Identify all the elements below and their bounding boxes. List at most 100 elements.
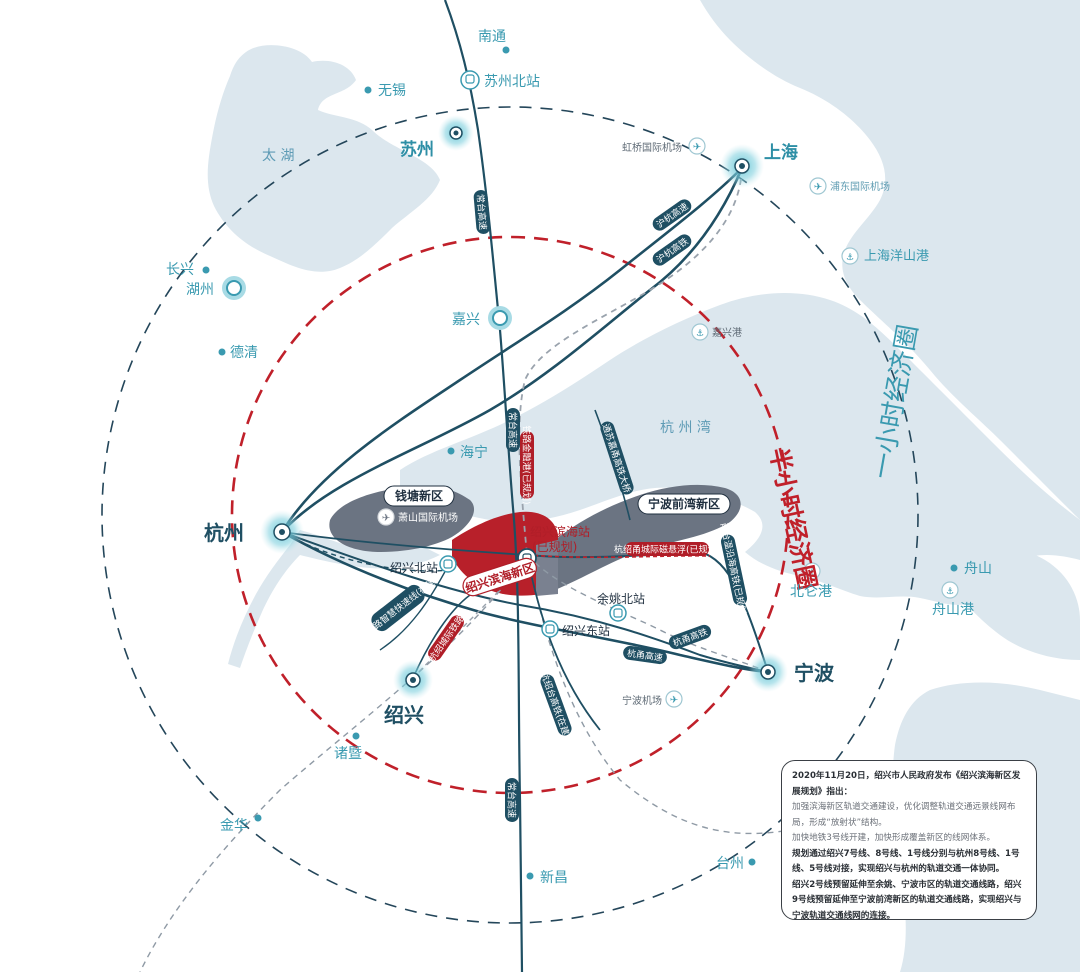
- shaoxing-east-label: 绍兴东站: [562, 624, 610, 638]
- jinhua-label: 金华: [220, 818, 248, 834]
- svg-text:常台高速: 常台高速: [474, 194, 489, 231]
- haining-label: 海宁: [460, 444, 488, 461]
- label-yongtai: 甬台温沿海高铁(已规划): [718, 521, 750, 618]
- airport-icon[interactable]: ✈: [665, 690, 683, 708]
- huzhou-label: 湖州: [186, 282, 214, 298]
- info-line-2: 加快地铁3号线开建，加快形成覆盖新区的线网体系。: [792, 833, 996, 843]
- huzhou-marker[interactable]: [222, 276, 246, 300]
- qiantang-river: [228, 530, 440, 668]
- svg-text:杭甬高铁: 杭甬高铁: [671, 626, 709, 650]
- facility-icons: ✈ ✈ ⚓ ⚓ ✈ ✈ ⚓ ⚓: [377, 70, 959, 708]
- label-hangshaotai: 杭绍台高铁(在建): [538, 670, 573, 740]
- label-changtai-top: 常台高速: [473, 190, 491, 234]
- qiantang-zone-label: 钱塘新区: [383, 485, 455, 507]
- info-line-4: 绍兴2号线预留延伸至余姚、宁波市区的轨道交通线路，绍兴9号线预留延伸至宁波前湾新…: [792, 879, 1022, 921]
- shanghai-binhai-planned: [518, 167, 743, 556]
- svg-text:杭绍甬城际磁悬浮(已规划): 杭绍甬城际磁悬浮(已规划): [614, 544, 720, 556]
- label-changtai-bottom: 常台高速: [505, 778, 519, 822]
- zhoushan-port-label: 舟山港: [932, 602, 974, 618]
- port-icon[interactable]: ⚓: [841, 247, 859, 265]
- svg-text:钱塘新区: 钱塘新区: [395, 488, 443, 503]
- xinchang-label: 新昌: [540, 870, 568, 886]
- airport-icon[interactable]: ✈: [688, 137, 706, 155]
- changxing-label: 长兴: [166, 262, 194, 278]
- hangzhou-marker[interactable]: [260, 510, 304, 554]
- station-icon[interactable]: [460, 70, 480, 90]
- shanghai-marker[interactable]: [720, 144, 764, 188]
- port-icon[interactable]: ⚓: [941, 581, 959, 599]
- hangzhou-bay-label: 杭 州 湾: [660, 419, 711, 436]
- huhang-railway: [281, 167, 744, 533]
- station-icon[interactable]: [609, 604, 627, 622]
- label-hangshao-intercity: 越东路智慧快速线(在建): [356, 574, 440, 643]
- port-icon[interactable]: ⚓: [803, 562, 821, 580]
- zhuji-dot: [352, 732, 360, 740]
- shaoxing-marker[interactable]: [393, 660, 433, 700]
- station-icon[interactable]: [439, 555, 457, 573]
- one-hour-ring: [101, 106, 919, 924]
- svg-text:甬台温沿海高铁(已规划): 甬台温沿海高铁(已规划): [718, 521, 750, 618]
- shaoxing-label: 绍兴: [384, 703, 424, 727]
- port-icon[interactable]: ⚓: [691, 323, 709, 341]
- dashed-south: [526, 554, 791, 835]
- economic-rings: [101, 106, 919, 924]
- yangshan-label: 上海洋山港: [864, 249, 929, 264]
- beilun-port-label: 北仑港: [790, 584, 832, 600]
- qianwan-zone-label: 宁波前湾新区: [637, 493, 731, 515]
- deqing-label: 德清: [230, 345, 258, 361]
- airport-icon[interactable]: ✈: [809, 177, 827, 195]
- jiaxing-port-label: 嘉兴港: [712, 326, 742, 339]
- ningbo-airport-label: 宁波机场: [622, 694, 662, 707]
- label-maglev: 杭绍甬城际磁悬浮(已规划): [614, 542, 720, 556]
- shanghai-label: 上海: [764, 142, 798, 163]
- city-markers: [222, 115, 788, 700]
- svg-text:铁路金融港(已规划): 铁路金融港(已规划): [521, 425, 533, 504]
- taizhou-label: 台州: [716, 856, 744, 872]
- zhoushan-label: 舟山: [964, 561, 992, 577]
- wuxi-dot: [364, 86, 372, 94]
- label-hangyong: 杭甬高速: [623, 645, 667, 665]
- airport-icon[interactable]: ✈: [377, 508, 395, 526]
- jiaxing-label: 嘉兴: [452, 312, 480, 328]
- wuxi-label: 无锡: [378, 83, 406, 99]
- place-dots: [202, 46, 958, 880]
- shaoxing-north-label: 绍兴北站: [390, 561, 438, 575]
- jiaxing-marker[interactable]: [488, 306, 512, 330]
- svg-text:⚓: ⚓: [808, 568, 816, 578]
- changxing-dot: [202, 266, 210, 274]
- hongqiao-label: 虹桥国际机场: [622, 141, 682, 154]
- xinchang-dot: [526, 872, 534, 880]
- zhoushan-dot: [950, 564, 958, 572]
- dashed-southwest: [139, 554, 528, 973]
- hangzhou-label: 杭州: [204, 521, 244, 545]
- deqing-dot: [218, 348, 226, 356]
- binhai-zone-gray: [536, 540, 558, 596]
- svg-text:⚓: ⚓: [846, 253, 854, 263]
- label-changtai-mid: 常台高速: [506, 408, 520, 452]
- hangzhou-binhai-1: [281, 531, 528, 556]
- svg-text:宁波前湾新区: 宁波前湾新区: [648, 496, 720, 511]
- yangtze-estuary: [700, 0, 1080, 520]
- suzhou-marker[interactable]: [438, 115, 474, 151]
- nantong-dot: [502, 46, 510, 54]
- ningbo-marker[interactable]: [748, 652, 788, 692]
- haining-dot: [447, 447, 455, 455]
- info-heading: 2020年11月20日，绍兴市人民政府发布《绍兴滨海新区发展规划》指出：: [792, 771, 1021, 797]
- station-icon[interactable]: [541, 620, 559, 638]
- nantong-label: 南通: [478, 29, 506, 45]
- svg-text:常台高速: 常台高速: [507, 412, 519, 448]
- svg-text:✈: ✈: [814, 182, 822, 193]
- svg-text:✈: ✈: [670, 695, 678, 706]
- binhai-station-planned-label: (已规划): [532, 539, 577, 554]
- pudong-label: 浦东国际机场: [830, 180, 890, 193]
- svg-text:⚓: ⚓: [946, 587, 954, 597]
- binhai-station-label: 绍兴滨海站: [530, 524, 590, 539]
- taihu-label: 太 湖: [262, 148, 294, 164]
- huhang-expressway: [280, 167, 743, 533]
- info-line-3: 规划通过绍兴7号线、8号线、1号线分别与杭州8号线、1号线、5号线对接，实现绍兴…: [792, 848, 1020, 875]
- shaoxing-north-line: [379, 565, 449, 651]
- svg-text:✈: ✈: [382, 513, 390, 524]
- svg-text:常台高速: 常台高速: [506, 782, 518, 818]
